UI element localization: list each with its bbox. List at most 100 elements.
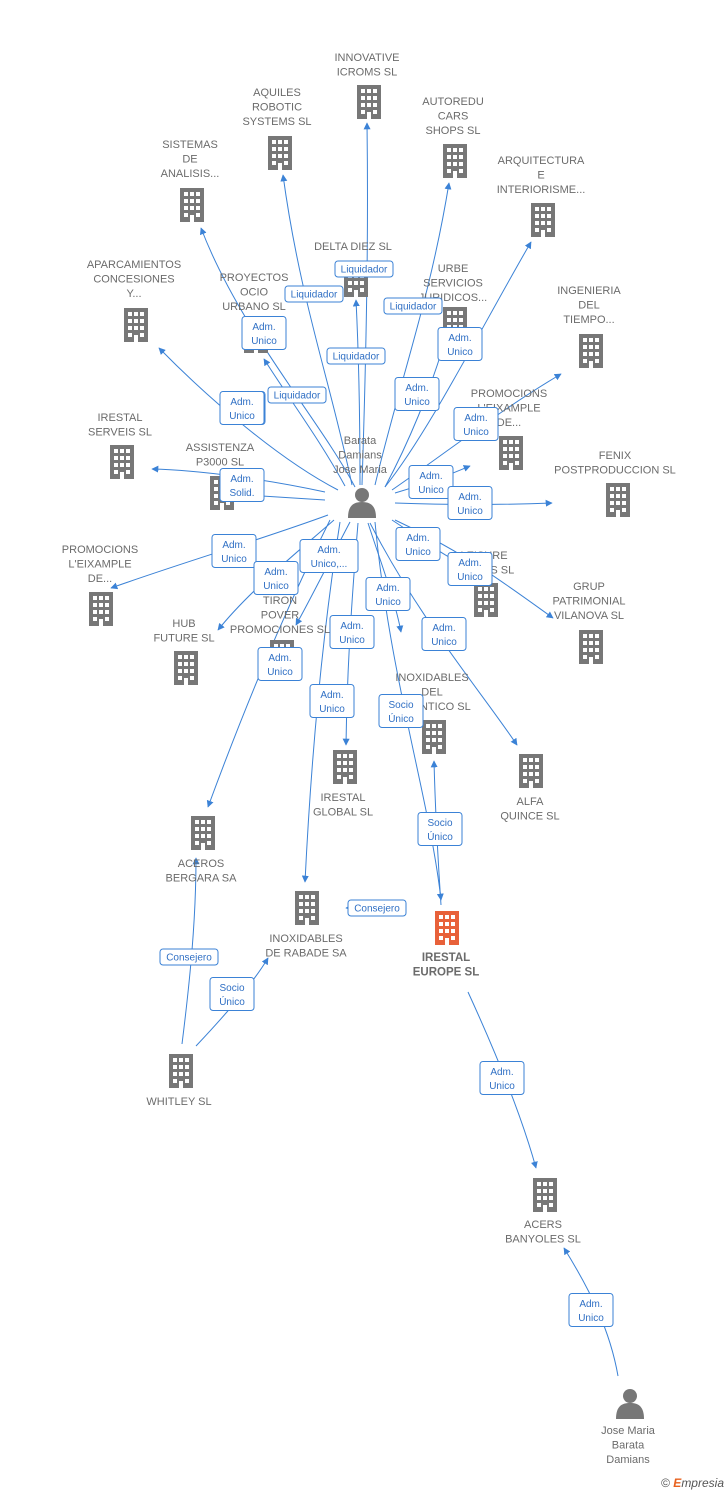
node-label: POSTPRODUCCION SL xyxy=(554,465,676,477)
node-label: INTERIORISME... xyxy=(497,184,586,196)
role-text: Adm. xyxy=(419,471,442,482)
node-label: WHITLEY SL xyxy=(146,1096,211,1108)
role-text: Adm. xyxy=(320,690,343,701)
node-label: EUROPE SL xyxy=(413,967,479,979)
node-hub[interactable]: HUB FUTURE SL xyxy=(153,618,215,685)
building-icon xyxy=(443,144,467,178)
node-label: URBANO SL xyxy=(222,301,286,313)
role-label: Liquidador xyxy=(267,386,327,404)
node-label: ASSISTENZA xyxy=(186,442,255,454)
role-text: Adm. xyxy=(490,1067,513,1078)
node-label: DEL xyxy=(421,687,442,699)
relationship-edge xyxy=(263,358,346,487)
node-ingenieria[interactable]: INGENIERIADELTIEMPO... xyxy=(557,285,621,368)
node-whitley[interactable]: WHITLEY SL xyxy=(146,1054,212,1108)
role-text: Adm. xyxy=(464,413,487,424)
role-text: Adm. xyxy=(432,623,455,634)
node-label: DELTA DIEZ SL xyxy=(314,241,392,253)
role-text: Adm. xyxy=(230,397,253,408)
node-label: IRESTAL xyxy=(422,952,470,964)
node-innovative[interactable]: INNOVATIVE ICROMS SL xyxy=(335,52,400,119)
node-label: DE... xyxy=(88,573,112,585)
relationship-edge xyxy=(352,299,361,486)
node-label: DE... xyxy=(497,417,521,429)
building-icon xyxy=(191,816,215,850)
building-icon xyxy=(499,436,523,470)
node-label: VILANOVA SL xyxy=(554,610,624,622)
node-promocions-eix2[interactable]: PROMOCIONSL'EIXAMPLEDE... xyxy=(62,544,138,626)
node-label: BANYOLES SL xyxy=(505,1234,581,1246)
node-label: ICROMS SL xyxy=(337,67,398,79)
node-label: Damians xyxy=(606,1454,650,1466)
role-text: Adm. xyxy=(376,583,399,594)
node-urbe[interactable]: URBESERVICIOSJURIDICOS... xyxy=(419,263,487,341)
role-label: Adm.Unico,... xyxy=(299,539,359,573)
role-text: Adm. xyxy=(264,567,287,578)
node-label: IRESTAL xyxy=(320,792,365,804)
role-text: Adm. xyxy=(252,322,275,333)
role-label: Consejero xyxy=(347,899,407,917)
role-text: Socio xyxy=(219,983,244,994)
building-icon xyxy=(124,308,148,342)
node-label: ROBOTIC xyxy=(252,102,302,114)
role-text: Único xyxy=(427,830,453,843)
node-label: INOXIDABLES xyxy=(395,672,468,684)
role-text: Liquidador xyxy=(341,265,388,276)
node-label: APARCAMIENTOS xyxy=(87,259,181,271)
role-label: Adm.Unico xyxy=(211,534,257,568)
role-text: Adm. xyxy=(230,474,253,485)
node-label: INNOVATIVE xyxy=(335,52,400,64)
role-text: Unico xyxy=(405,547,431,558)
building-icon xyxy=(533,1178,557,1212)
node-label: PROMOCIONS xyxy=(62,544,138,556)
role-text: Adm. xyxy=(222,540,245,551)
node-label: Barata xyxy=(612,1440,645,1452)
node-label: ACEROS xyxy=(178,858,224,870)
role-label: Adm.Unico xyxy=(447,552,493,586)
role-text: Unico xyxy=(463,427,489,438)
role-text: Unico xyxy=(404,397,430,408)
building-icon xyxy=(519,754,543,788)
role-text: Liquidador xyxy=(274,391,321,402)
node-label: ARQUITECTURA xyxy=(498,155,585,167)
role-label: Adm.Unico xyxy=(219,391,265,425)
node-arquitectura[interactable]: ARQUITECTURAEINTERIORISME... xyxy=(497,155,586,237)
node-label: TIEMPO... xyxy=(563,314,614,326)
building-icon xyxy=(333,750,357,784)
node-irestal-europe[interactable]: IRESTAL EUROPE SL xyxy=(413,911,479,979)
empresia-watermark: © Empresia xyxy=(661,1476,724,1490)
building-icon xyxy=(435,911,459,945)
relationship-edge xyxy=(374,182,452,486)
node-label: ALFA xyxy=(517,796,545,808)
role-label: Adm. Unico xyxy=(453,407,499,441)
role-text: Unico xyxy=(319,704,345,715)
role-text: Socio xyxy=(427,818,452,829)
node-label: HUB xyxy=(172,618,195,630)
building-icon xyxy=(110,445,134,479)
copyright-symbol: © xyxy=(661,1476,670,1490)
node-aparcamientos[interactable]: APARCAMIENTOSCONCESIONESY... xyxy=(87,259,181,342)
node-sistemas[interactable]: SISTEMASDEANALISIS... xyxy=(161,139,220,222)
building-icon xyxy=(422,720,446,754)
node-label: PROYECTOS xyxy=(220,272,289,284)
node-label: Barata xyxy=(344,435,377,447)
node-label: FUTURE SL xyxy=(153,633,214,645)
node-delta[interactable]: DELTA DIEZ SL xyxy=(314,241,392,297)
building-icon xyxy=(606,483,630,517)
